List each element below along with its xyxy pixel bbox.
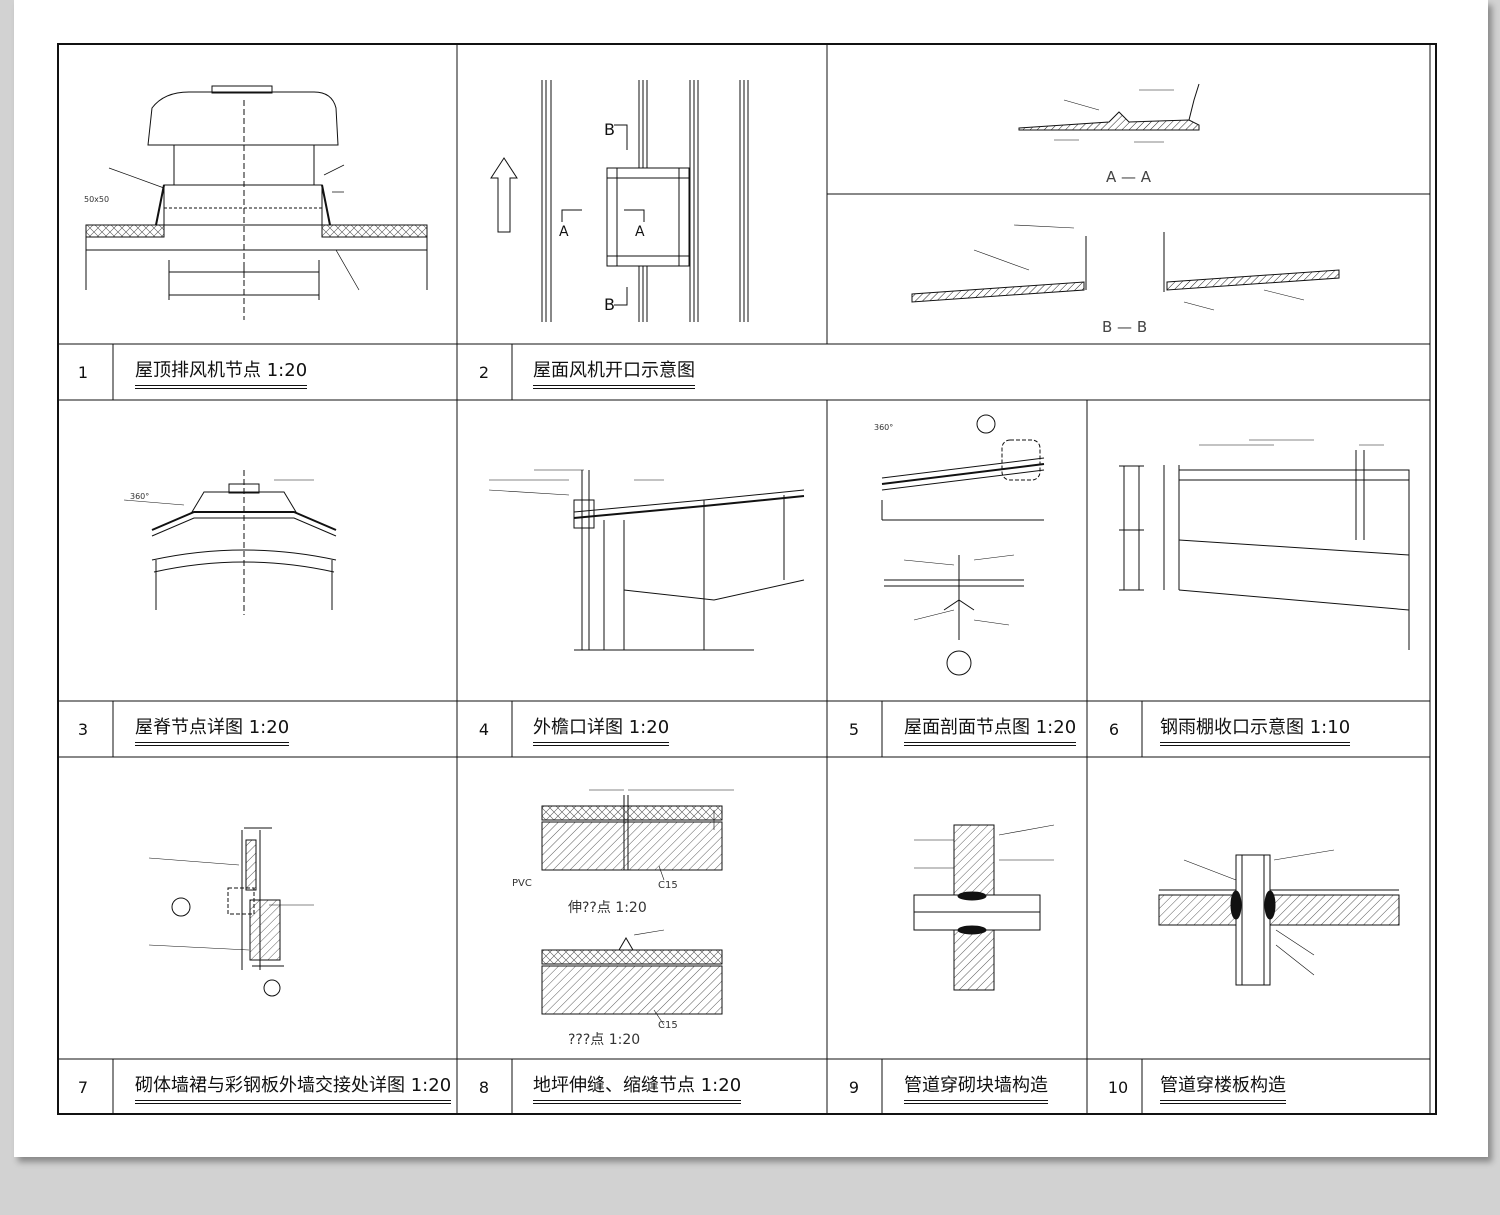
label-pvc: PVC bbox=[512, 878, 532, 889]
detail-ridge bbox=[123, 470, 337, 615]
label-50x50: 50x50 bbox=[84, 195, 109, 204]
detail-section-bb bbox=[911, 224, 1340, 311]
label-c15-a: C15 bbox=[658, 880, 678, 891]
detail-pipe-wall bbox=[913, 824, 1055, 991]
panel-title-5: 屋面剖面节点图 1:20 bbox=[904, 713, 1077, 746]
panel-title-9: 管道穿砌块墙构造 bbox=[904, 1071, 1048, 1104]
panel-number-1: 1 bbox=[77, 363, 89, 382]
section-mark-a-left: A bbox=[559, 224, 569, 240]
section-title-bb: B — B bbox=[1102, 318, 1147, 336]
caption-expansion-joint: 伸??点 1:20 bbox=[568, 900, 647, 916]
label-c15-b: C15 bbox=[658, 1020, 678, 1031]
detail-pipe-floor bbox=[1158, 849, 1400, 986]
label-360-roof: 360° bbox=[874, 423, 893, 432]
detail-section-aa bbox=[1018, 83, 1200, 143]
frame-grid bbox=[57, 43, 1437, 1115]
detail-fan-opening bbox=[490, 80, 749, 322]
drawing-sheet: 50x50 B B A A A — A B — B bbox=[14, 0, 1488, 1157]
detail-eave bbox=[488, 469, 805, 651]
panel-title-1: 屋顶排风机节点 1:20 bbox=[135, 356, 308, 389]
detail-roof-section bbox=[881, 414, 1045, 676]
panel-title-10: 管道穿楼板构造 bbox=[1160, 1071, 1286, 1104]
section-title-aa: A — A bbox=[1106, 168, 1152, 186]
detail-floor-joints bbox=[541, 789, 734, 1026]
panel-number-10: 10 bbox=[1107, 1078, 1129, 1097]
cad-drawing: 50x50 B B A A A — A B — B bbox=[57, 43, 1437, 1115]
panel-title-7: 砌体墙裙与彩钢板外墙交接处详图 1:20 bbox=[135, 1071, 452, 1104]
caption-contraction-joint: ???点 1:20 bbox=[568, 1032, 640, 1048]
section-mark-a-right: A bbox=[635, 224, 645, 240]
panel-title-6: 钢雨棚收口示意图 1:10 bbox=[1160, 713, 1351, 746]
panel-number-9: 9 bbox=[848, 1078, 860, 1097]
section-mark-b-bottom: B bbox=[604, 295, 615, 314]
panel-number-2: 2 bbox=[478, 363, 490, 382]
panel-number-7: 7 bbox=[77, 1078, 89, 1097]
detail-steel-canopy bbox=[1119, 439, 1410, 650]
label-360-ridge: 360° bbox=[130, 492, 149, 501]
section-mark-b-top: B bbox=[604, 120, 615, 139]
panel-title-8: 地坪伸缝、缩缝节点 1:20 bbox=[533, 1071, 742, 1104]
panel-title-3: 屋脊节点详图 1:20 bbox=[135, 713, 290, 746]
panel-title-4: 外檐口详图 1:20 bbox=[533, 713, 670, 746]
panel-number-4: 4 bbox=[478, 720, 490, 739]
panel-number-5: 5 bbox=[848, 720, 860, 739]
panel-number-3: 3 bbox=[77, 720, 89, 739]
panel-number-8: 8 bbox=[478, 1078, 490, 1097]
detail-roof-fan bbox=[85, 85, 428, 320]
panel-number-6: 6 bbox=[1108, 720, 1120, 739]
panel-title-2: 屋面风机开口示意图 bbox=[533, 356, 695, 389]
detail-masonry-wall bbox=[148, 827, 314, 997]
